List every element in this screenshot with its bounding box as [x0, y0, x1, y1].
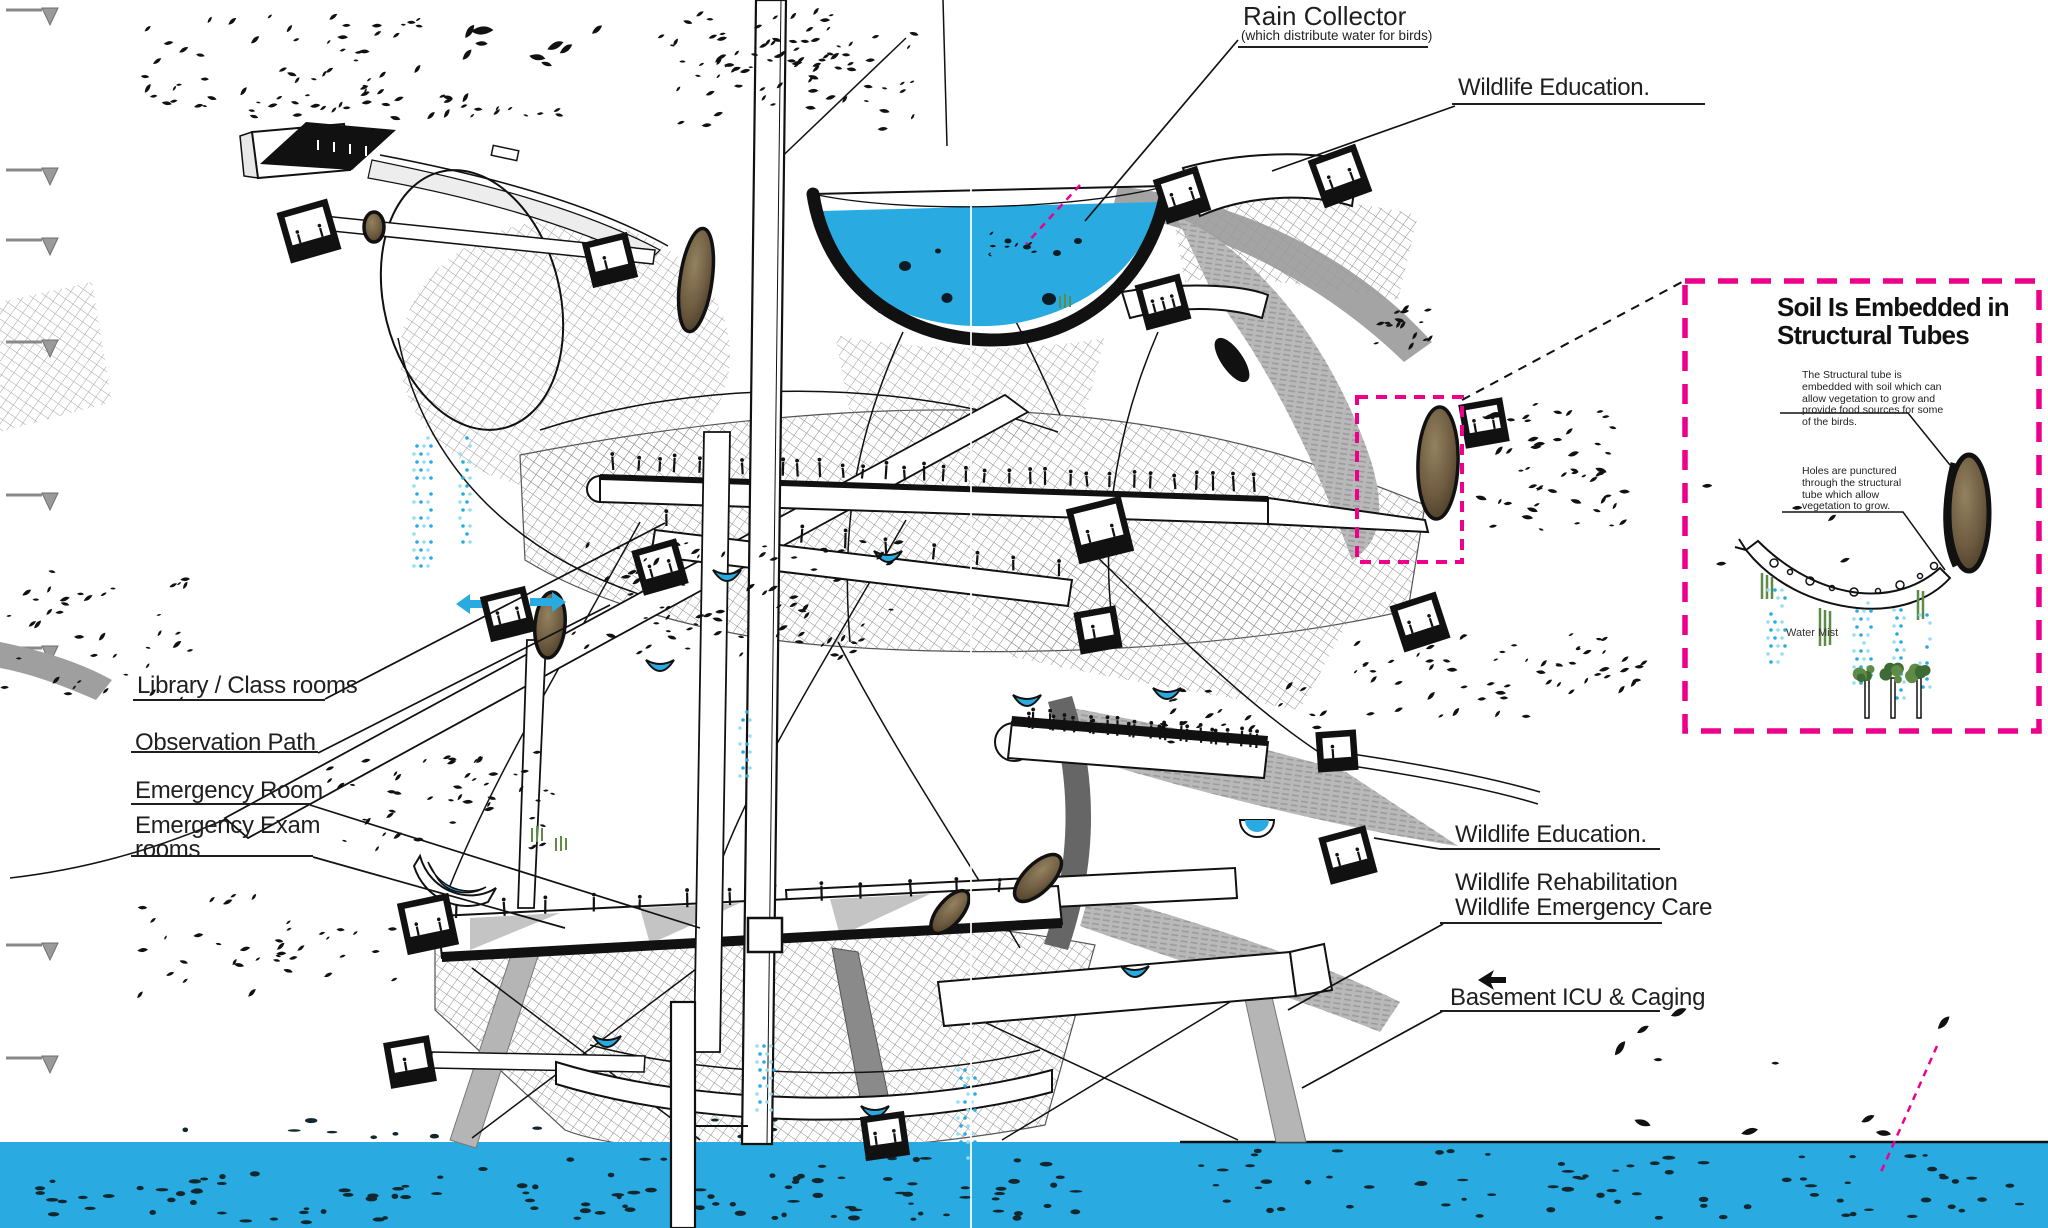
water-mist-label: Water Mist	[1786, 627, 1839, 639]
water-flow-arrows-icon	[456, 592, 566, 614]
label-wildlife-rehabilitation: Wildlife Rehabilitation	[1455, 869, 1678, 896]
tube-vegetation	[1760, 573, 1925, 646]
label-underline	[1238, 46, 1428, 48]
viewing-box	[1389, 591, 1451, 653]
seed-pod	[362, 210, 1460, 936]
callout-paragraph-2: Holes are punctured through the structur…	[1802, 465, 1902, 513]
label-underline	[1452, 103, 1705, 105]
viewing-box	[479, 585, 537, 643]
water-mist	[412, 436, 977, 1160]
detail-focus-rect	[1355, 395, 1464, 564]
label-library-classrooms: Library / Class rooms	[137, 672, 358, 699]
viewing-box	[1152, 165, 1212, 225]
pink-leader	[1025, 184, 1081, 245]
label-underline	[131, 803, 310, 805]
label-rain-collector-sub: (which distribute water for birds)	[1241, 28, 1433, 43]
page-seam	[970, 0, 972, 1228]
callout-drawing	[1682, 278, 2042, 734]
water-band	[0, 1118, 2048, 1228]
viewing-box	[383, 1035, 437, 1089]
tube-holes	[1769, 558, 1939, 597]
rain-collector-bowl	[806, 179, 1174, 347]
label-underline	[1440, 848, 1660, 850]
floating-birds	[877, 238, 1082, 313]
callout-connector	[1461, 281, 1683, 401]
seed-pod	[1943, 452, 1992, 574]
pink-leader	[1879, 1045, 1939, 1173]
viewing-box	[859, 1110, 911, 1162]
label-wildlife-education-mid: Wildlife Education.	[1455, 821, 1647, 848]
cable-loop	[379, 169, 565, 431]
label-wildlife-emergency-care: Wildlife Emergency Care	[1455, 894, 1713, 921]
label-underline	[1440, 922, 1662, 924]
structure-pole	[669, 0, 788, 1228]
viewing-box	[1073, 605, 1123, 655]
label-underline	[133, 699, 325, 701]
label-underline	[131, 855, 313, 857]
vegetation	[531, 294, 1071, 851]
bird-flock	[1702, 483, 1850, 566]
viewing-box	[1318, 825, 1378, 885]
viewing-box	[581, 231, 639, 289]
bird-flock	[0, 7, 1950, 1136]
label-basement-icu-caging: Basement ICU & Caging	[1450, 984, 1706, 1011]
structural-tube	[1734, 538, 1952, 646]
callout-leader	[1782, 511, 1946, 571]
callout-title: Soil Is Embedded in Structural Tubes	[1777, 292, 2010, 350]
viewing-box	[1315, 729, 1359, 773]
left-arrow-bird-icon	[1478, 970, 1506, 990]
label-emergency-room: Emergency Room	[135, 777, 323, 804]
leader-lines	[309, 39, 1456, 1089]
viewing-platform	[239, 122, 396, 180]
viewing-boxes	[276, 143, 1510, 1162]
callout-dashed-border	[1682, 278, 2042, 734]
viewing-box	[276, 198, 342, 264]
viewing-box	[1307, 143, 1373, 209]
label-wildlife-education-top: Wildlife Education.	[1458, 74, 1650, 101]
viewing-box	[631, 538, 689, 596]
water-birds	[34, 1118, 2025, 1225]
water-channel	[412, 819, 1276, 907]
viewing-box	[1065, 495, 1135, 565]
callout-paragraph-1: The Structural tube is embedded with soi…	[1802, 369, 1944, 428]
label-emergency-exam-rooms: Emergency Exam rooms	[135, 812, 321, 863]
detail-callout: Soil Is Embedded in Structural Tubes The…	[1682, 278, 2042, 734]
page-flag-icon	[6, 7, 59, 1075]
label-underline	[1440, 1010, 1660, 1012]
callout-leader	[1780, 412, 1951, 466]
label-underline	[131, 751, 318, 753]
label-rain-collector: Rain Collector	[1243, 1, 1407, 31]
viewing-box	[396, 892, 460, 956]
viewing-box	[1458, 397, 1510, 449]
trees	[1852, 662, 1931, 719]
viewing-box	[1134, 273, 1192, 331]
